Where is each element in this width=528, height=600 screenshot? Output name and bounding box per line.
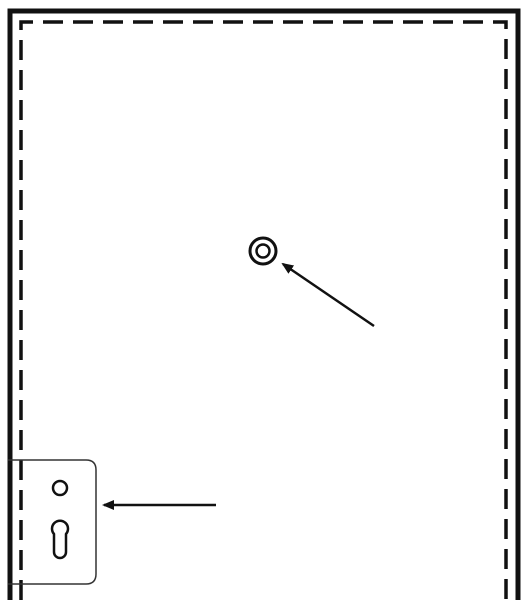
door-frame-outline [7,8,521,600]
handle-spindle-hole [51,479,69,497]
peephole-pointer-arrow [281,262,375,328]
lock-escutcheon-plate [8,459,97,585]
door-leaf-dashed-edge [19,20,508,600]
peephole-lens [255,243,271,259]
keyhole [50,519,70,560]
door-viewer-peephole [248,236,278,266]
